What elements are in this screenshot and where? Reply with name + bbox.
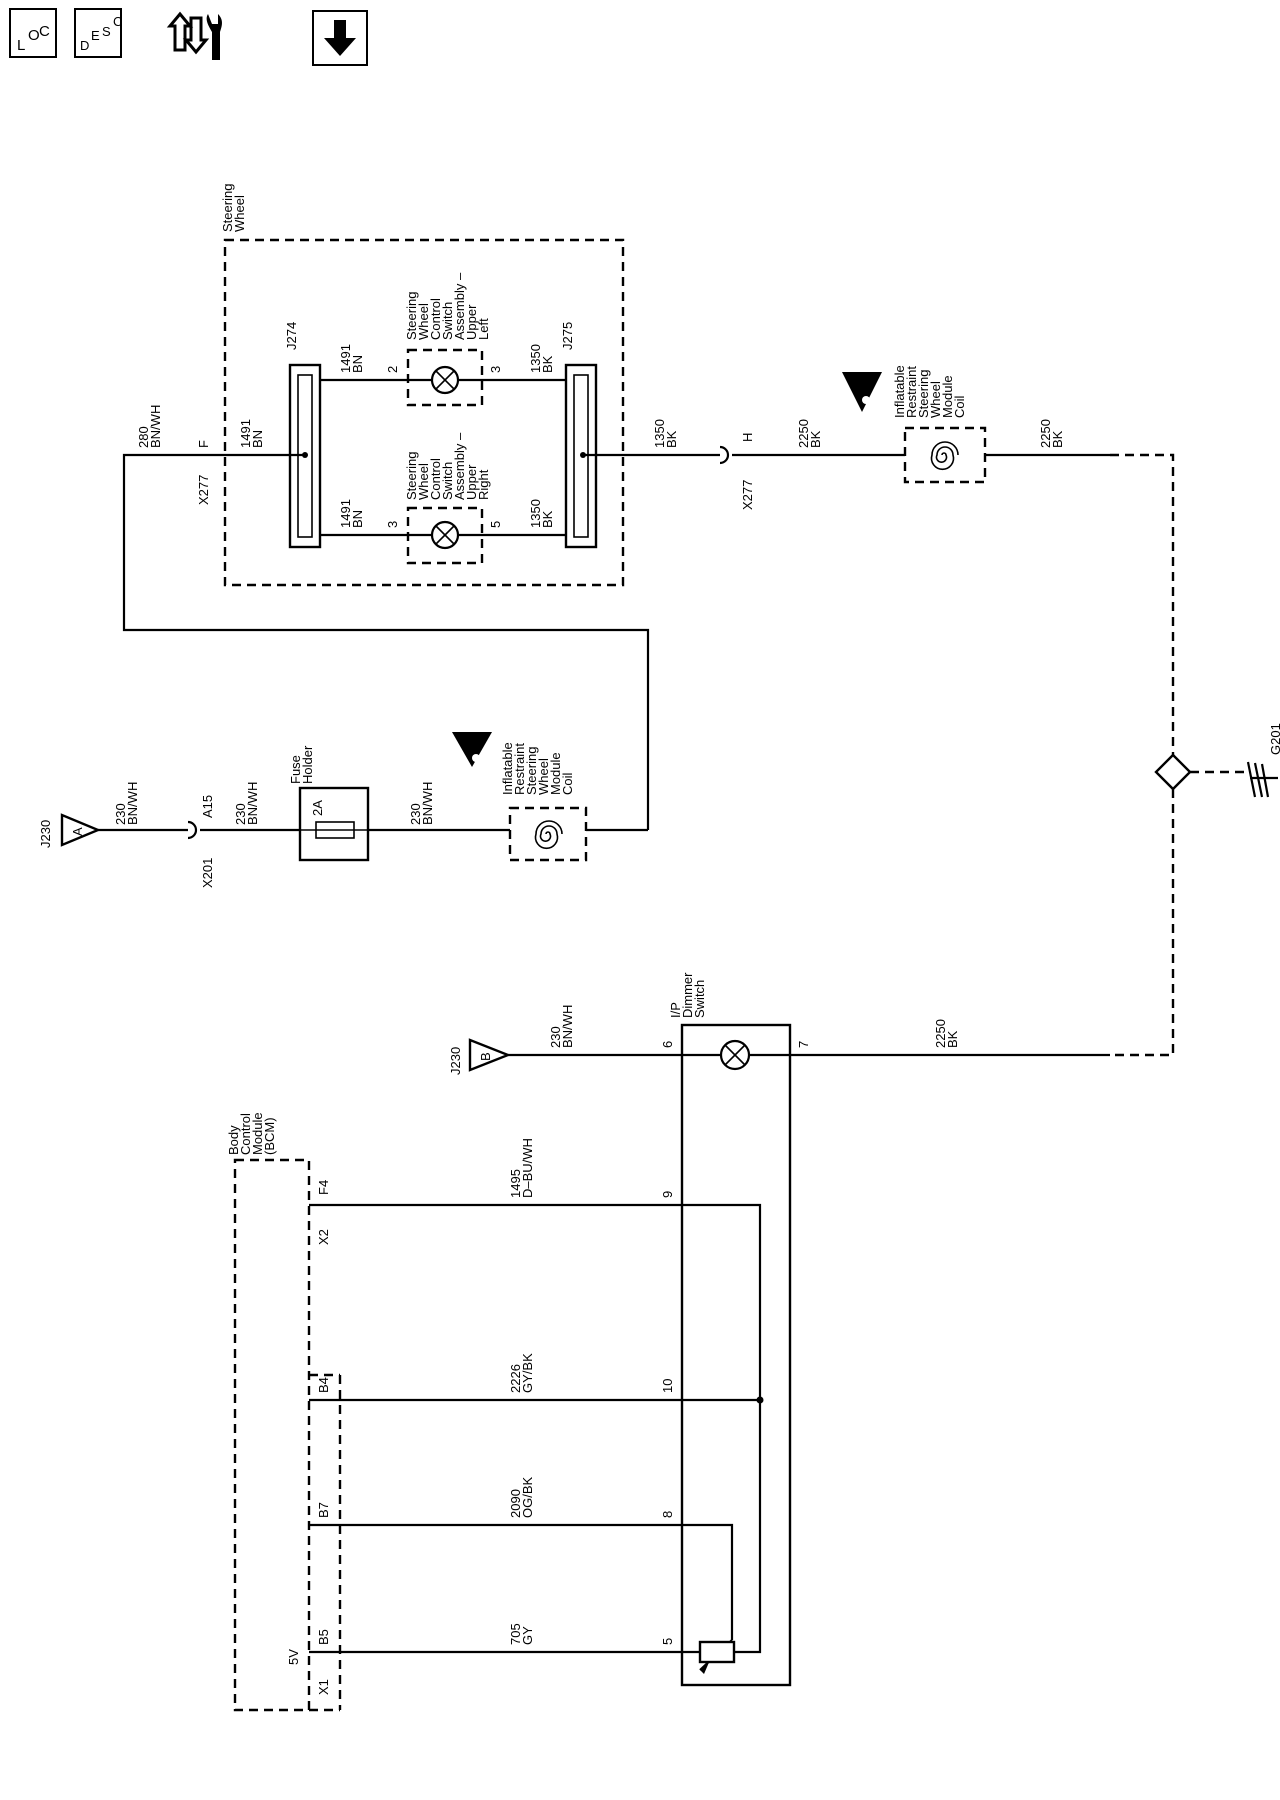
steering-wheel-label: SteeringWheel xyxy=(220,184,247,232)
steering-wheel-box xyxy=(223,238,625,587)
wire-2250-c-label: 2250BK xyxy=(933,1019,960,1048)
j230-b-label: J230 xyxy=(448,1047,463,1075)
bcm-x2-label: X2 xyxy=(316,1229,331,1245)
airbag-warning-right-icon xyxy=(842,372,882,412)
down-arrow-icon xyxy=(324,20,356,56)
x277-h-pin: H xyxy=(740,433,755,442)
x277-h-connector[interactable] xyxy=(719,445,730,465)
wire-1350-out-label: 1350BK xyxy=(652,419,679,448)
j274-label: J274 xyxy=(284,322,299,350)
j230-a-plug[interactable]: A xyxy=(60,813,102,847)
dimmer-lamp[interactable] xyxy=(719,1039,751,1071)
loc-button[interactable]: LOC xyxy=(9,8,57,58)
bcm-5v-label: 5V xyxy=(286,1649,301,1665)
fuse-2a-label: 2A xyxy=(310,800,325,816)
coil-right-label: InflatableRestraintSteeringWheelModuleCo… xyxy=(892,365,967,418)
wire-1495-label: 1495D–BU/WH xyxy=(508,1138,535,1198)
wire-705-label: 705GY xyxy=(508,1623,535,1645)
wire-280-label: 280BN/WH xyxy=(136,405,163,448)
bcm-label: BodyControlModule(BCM) xyxy=(226,1112,277,1155)
wire-230-b-label: 230BN/WH xyxy=(233,782,260,825)
j230-b-plug[interactable]: B xyxy=(468,1038,512,1072)
plug-a-letter: A xyxy=(70,827,85,836)
pin-b7-label: B7 xyxy=(316,1502,331,1518)
ul-pin-2: 2 xyxy=(385,366,400,373)
wire-2226-label: 2226GY/BK xyxy=(508,1353,535,1393)
a15-pin-label: A15 xyxy=(200,795,215,818)
dimmer-pin-8: 8 xyxy=(660,1511,675,1518)
wire-230-a-label: 230BN/WH xyxy=(113,782,140,825)
pin-f4-label: F4 xyxy=(316,1180,331,1195)
wire-1495 xyxy=(309,1203,762,1654)
switch-upper-right-label: SteeringWheelControlSwitchAssembly –Uppe… xyxy=(404,432,491,500)
j230-a-label: J230 xyxy=(38,820,53,848)
wire-280-route xyxy=(122,453,650,830)
wire-1491-upper-label: 1491BN xyxy=(338,344,365,373)
x201-label: X201 xyxy=(200,858,215,888)
dimmer-potentiometer[interactable] xyxy=(698,1640,736,1664)
dimmer-pin-7: 7 xyxy=(796,1041,811,1048)
loc-icon: LOC xyxy=(17,23,50,54)
bcm-box xyxy=(233,1158,311,1712)
g201-label: G201 xyxy=(1268,723,1280,755)
ur-pin-5: 5 xyxy=(488,521,503,528)
dimmer-pin-5: 5 xyxy=(660,1638,675,1645)
wire-2090-label: 2090OG/BK xyxy=(508,1476,535,1518)
pin-b5-label: B5 xyxy=(316,1629,331,1645)
wire-1491-label: 1491BN xyxy=(238,419,265,448)
wire-230-c-label: 230BN/WH xyxy=(408,782,435,825)
connector-button[interactable] xyxy=(160,6,224,66)
airbag-warning-icon xyxy=(452,732,492,767)
down-button[interactable] xyxy=(312,10,368,66)
x277-right-label: X277 xyxy=(740,480,755,510)
bcm-x1-label: X1 xyxy=(316,1679,331,1695)
fuse-holder-label: FuseHolder xyxy=(288,745,315,784)
pin-b4-label: B4 xyxy=(316,1377,331,1393)
switch-upper-left-box xyxy=(406,348,484,407)
dimmer-pin-9: 9 xyxy=(660,1191,675,1198)
ground-dashed-top xyxy=(1110,453,1175,755)
wire-1350-upper-label: 1350BK xyxy=(528,344,555,373)
loc-text: LOC xyxy=(17,23,50,54)
coil-left-label: InflatableRestraintSteeringWheelModuleCo… xyxy=(500,742,575,795)
wire-1491-lower-label: 1491BN xyxy=(338,499,365,528)
wire-2250-b-label: 2250BK xyxy=(1038,419,1065,448)
switch-upper-left-label: SteeringWheelControlSwitchAssembly –Uppe… xyxy=(404,272,491,340)
switch-upper-right-lamp[interactable] xyxy=(430,520,460,550)
ground-icon xyxy=(1246,761,1278,798)
ur-pin-3: 3 xyxy=(385,521,400,528)
ground-dashed-bottom xyxy=(1110,789,1175,1057)
ip-dimmer-switch[interactable] xyxy=(680,1023,792,1687)
wire-2090 xyxy=(309,1523,734,1640)
wire-230-e-label: 230BN/WH xyxy=(548,1005,575,1048)
plug-b-letter: B xyxy=(478,1052,493,1061)
wire-2250-a-label: 2250BK xyxy=(796,419,823,448)
dimmer-label: I/PDimmerSwitch xyxy=(668,972,707,1018)
switch-upper-left-lamp[interactable] xyxy=(430,365,460,395)
switch-upper-right-box xyxy=(406,506,484,565)
airbag-coil-left[interactable] xyxy=(508,806,588,862)
ul-pin-3: 3 xyxy=(488,366,503,373)
g201-splice[interactable] xyxy=(1154,753,1192,791)
x277-f-pin: F xyxy=(196,440,211,448)
connector-wrench-icon xyxy=(166,11,222,60)
airbag-coil-right[interactable] xyxy=(903,426,987,484)
dimmer-pin-10: 10 xyxy=(660,1379,675,1393)
x277-left-label: X277 xyxy=(196,475,211,505)
wire-1350-lower-label: 1350BK xyxy=(528,499,555,528)
j275-label: J275 xyxy=(560,322,575,350)
fuse-2a[interactable]: 2A xyxy=(298,786,370,862)
x201-connector[interactable] xyxy=(187,820,198,840)
dimmer-pin-6: 6 xyxy=(660,1041,675,1048)
